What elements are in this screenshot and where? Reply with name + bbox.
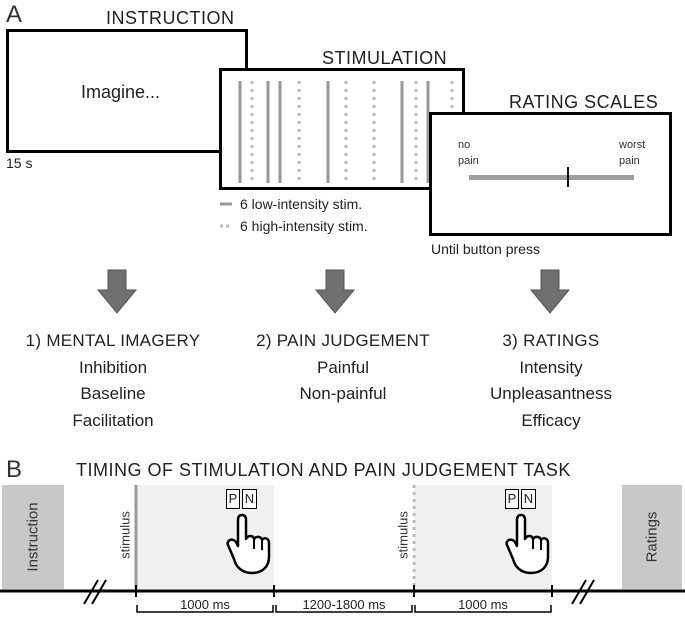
instruction-block: Instruction — [2, 485, 64, 589]
panel-letter-b: B — [6, 456, 23, 483]
scale-right-anchor-2: pain — [619, 155, 640, 167]
rating-scales-title: RATING SCALES — [509, 92, 659, 112]
category-item: Intensity — [519, 358, 583, 377]
duration-bracket-3 — [414, 605, 552, 613]
legend-high-label: 6 high-intensity stim. — [240, 218, 368, 234]
key-n-button[interactable]: N — [521, 489, 536, 509]
rating-scales-box: no pain worst pain — [429, 112, 672, 236]
category-heading-ratings: 3) RATINGS — [502, 331, 600, 350]
category-item: Non-painful — [299, 384, 387, 403]
category-heading-pain: 2) PAIN JUDGEMENT — [256, 331, 430, 350]
duration-label-3: 1000 ms — [458, 597, 508, 612]
instruction-duration: 15 s — [6, 155, 33, 171]
axis-break-mark — [91, 579, 107, 605]
stimulation-title: STIMULATION — [322, 48, 448, 68]
axis-break-mark — [579, 579, 595, 605]
panel-letter-a: A — [6, 1, 23, 28]
pointing-hand-icon — [226, 513, 271, 575]
axis-break-mark — [571, 579, 587, 605]
pointing-hand-icon — [505, 513, 550, 575]
rating-scale-cursor[interactable] — [567, 167, 569, 187]
stimulation-lines — [238, 81, 454, 183]
category-item: Inhibition — [78, 358, 148, 377]
category-heading-imagery: 1) MENTAL IMAGERY — [25, 331, 201, 350]
axis-break-mark — [83, 579, 99, 605]
scale-left-anchor-2: pain — [458, 155, 479, 167]
key-p-button[interactable]: P — [226, 489, 240, 509]
duration-label-1: 1000 ms — [180, 597, 230, 612]
scale-left-anchor-1: no — [458, 139, 471, 151]
instruction-box: Imagine... — [6, 29, 248, 153]
down-arrow-icon — [529, 269, 571, 314]
duration-bracket-1 — [136, 605, 274, 613]
category-item: Painful — [317, 358, 369, 377]
down-arrow-icon — [314, 269, 356, 314]
category-item: Efficacy — [521, 411, 581, 430]
instruction-body: Imagine... — [81, 82, 161, 102]
duration-bracket-2 — [275, 605, 413, 613]
rating-footer: Until button press — [431, 241, 540, 257]
category-item: Baseline — [80, 384, 146, 403]
stimulation-box — [219, 68, 465, 190]
timing-title: TIMING OF STIMULATION AND PAIN JUDGEMENT… — [76, 460, 571, 480]
key-n-button[interactable]: N — [242, 489, 257, 509]
category-item: Facilitation — [72, 411, 154, 430]
duration-label-2: 1200-1800 ms — [302, 597, 386, 612]
key-p-button[interactable]: P — [505, 489, 519, 509]
rating-scale-bar[interactable] — [469, 175, 634, 180]
scale-right-anchor-1: worst — [619, 139, 646, 151]
down-arrow-icon — [96, 269, 138, 314]
instruction-title: INSTRUCTION — [106, 8, 235, 28]
legend-low-label: 6 low-intensity stim. — [240, 196, 363, 212]
ratings-block: Ratings — [622, 485, 682, 589]
category-item: Unpleasantness — [490, 384, 612, 403]
